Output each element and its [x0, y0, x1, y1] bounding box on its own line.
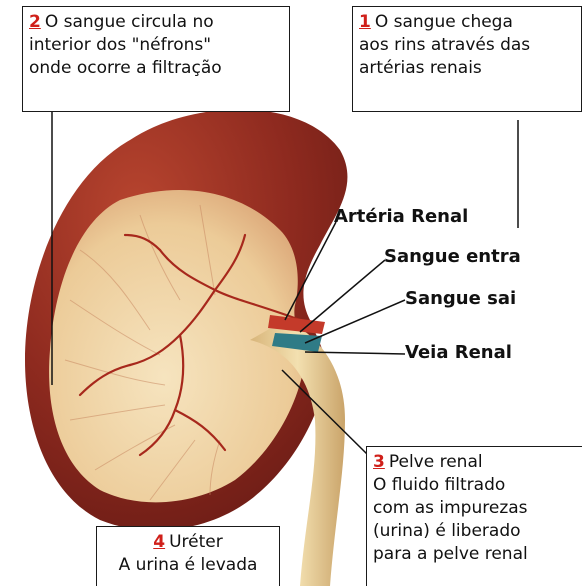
- callout-text: onde ocorre a filtração: [29, 57, 283, 80]
- label-renal-artery: Artéria Renal: [334, 206, 468, 227]
- callout-text: Pelve renal: [389, 452, 483, 472]
- callout-number: 3: [373, 452, 385, 472]
- callout-number: 2: [29, 12, 41, 32]
- callout-text: com as impurezas: [373, 497, 576, 520]
- callout-number: 1: [359, 12, 371, 32]
- callout-text: artérias renais: [359, 57, 575, 80]
- callout-text: O sangue circula no: [45, 12, 214, 32]
- callout-text: (urina) é liberado: [373, 520, 576, 543]
- callout-number: 4: [153, 532, 165, 552]
- label-blood-in: Sangue entra: [384, 246, 521, 267]
- callout-text: A urina é levada: [103, 554, 273, 577]
- label-blood-out: Sangue sai: [405, 288, 516, 309]
- callout-text: aos rins através das: [359, 34, 575, 57]
- callout-text: O sangue chega: [375, 12, 513, 32]
- callout-text: interior dos "néfrons": [29, 34, 283, 57]
- callout-text: Uréter: [169, 532, 223, 552]
- label-renal-vein: Veia Renal: [405, 342, 512, 363]
- callout-text: O fluido filtrado: [373, 474, 576, 497]
- callout-text: para a pelve renal: [373, 543, 576, 566]
